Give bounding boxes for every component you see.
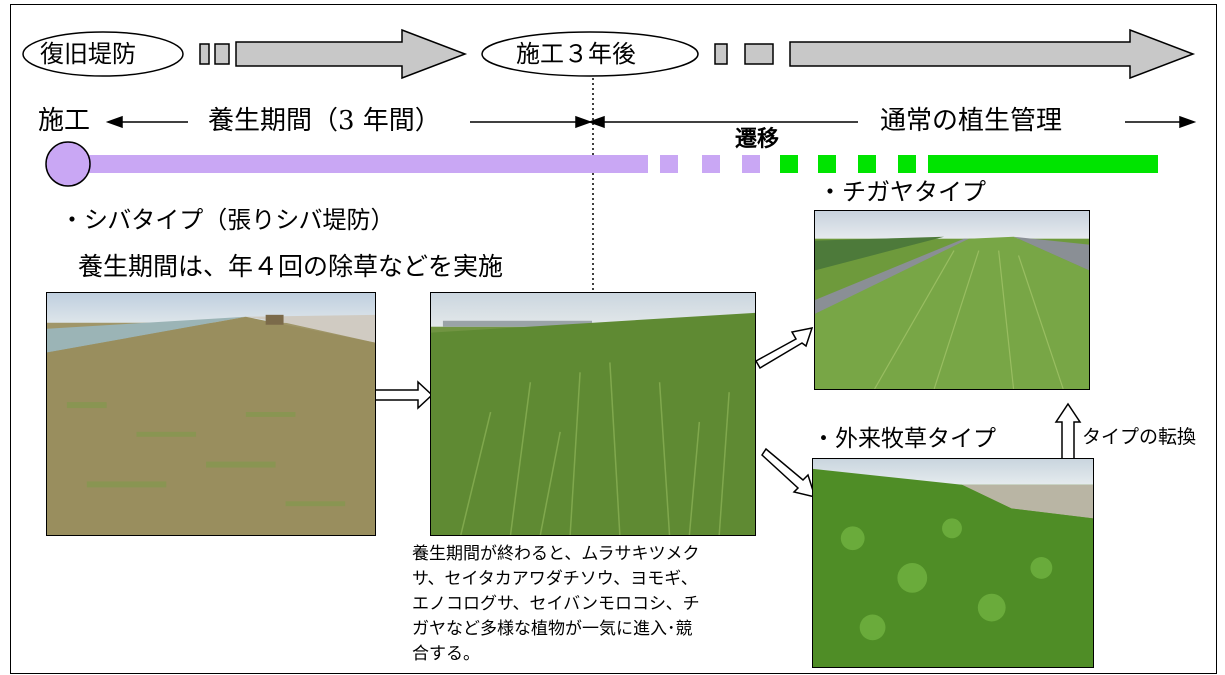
label-chigaya-type: ・チガヤタイプ [818, 178, 986, 206]
caption-line: サ、セイタカアワダチソウ、ヨモギ、 [412, 569, 698, 589]
arrow-to-middle [369, 380, 434, 410]
diagram-frame [10, 4, 1217, 674]
label-gairai-type: ・外来牧草タイプ [812, 426, 996, 452]
photo-mixed-vegetation [430, 292, 756, 536]
normal-period-arrow [587, 115, 1197, 129]
photo-chigaya-type [814, 210, 1090, 390]
label-shiba-type: ・シバタイプ（張りシバ堤防） [60, 206, 395, 234]
progress-arrow-left [199, 28, 468, 80]
label-three-years-after: 施工３年後 [516, 40, 636, 68]
caption-line: ガヤなど多様な植物が一気に進入･競 [412, 619, 693, 639]
progress-arrow-right [714, 28, 1196, 80]
label-curing-period: 養生期間（3 年間） [208, 106, 441, 136]
arrow-type-conversion [1054, 402, 1082, 463]
curing-period-arrow [105, 115, 593, 129]
caption-vegetation-invasion: 養生期間が終わると、ムラサキツメク サ、セイタカアワダチソウ、ヨモギ、 エノコロ… [412, 542, 700, 667]
label-construction: 施工 [38, 106, 91, 136]
photo-shiba-embankment [46, 292, 376, 536]
caption-line: 養生期間が終わると、ムラサキツメク [412, 544, 700, 564]
caption-line: エノコログサ、セイバンモロコシ、チ [412, 594, 700, 614]
arrow-to-chigaya [754, 327, 814, 370]
label-restored-embankment: 復旧堤防 [40, 40, 136, 68]
label-normal-management: 通常の植生管理 [880, 106, 1063, 136]
photo-gairai-type [812, 458, 1094, 668]
start-oval [22, 31, 184, 77]
caption-line: 合する。 [412, 644, 480, 664]
label-transition: 遷移 [735, 126, 780, 152]
vegetation-bar [45, 141, 1158, 187]
mid-oval [481, 31, 699, 77]
label-type-conversion: タイプの転換 [1082, 426, 1197, 448]
note-curing-weeding: 養生期間は、年４回の除草などを実施 [78, 252, 504, 281]
arrow-to-gairai [761, 447, 817, 499]
